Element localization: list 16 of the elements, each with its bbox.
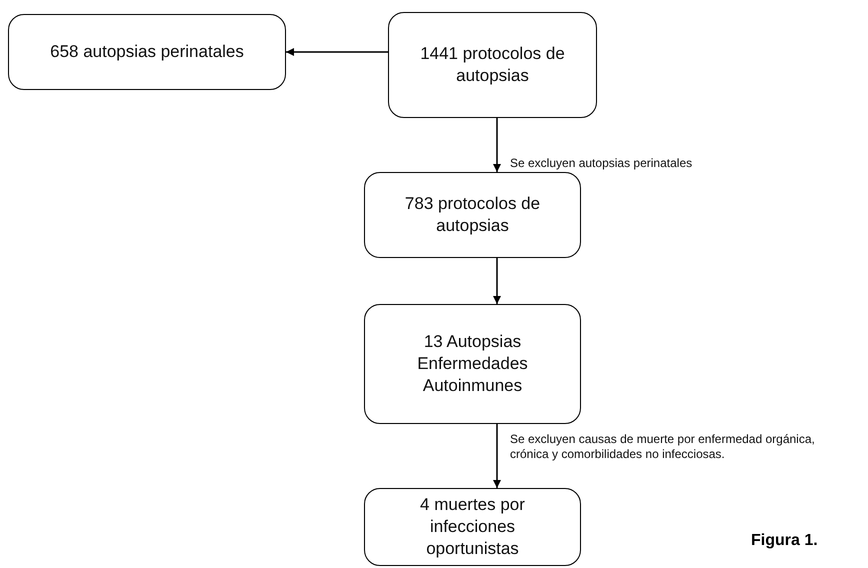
box-text: 783 protocolos de autopsias: [404, 193, 542, 237]
box-text: 13 Autopsias Enfermedades Autoinmunes: [416, 331, 529, 397]
arrow: [493, 258, 501, 304]
edge-label: Se excluyen autopsias perinatales: [510, 156, 692, 171]
figure-label: Figura 1.: [751, 532, 818, 550]
process-box: [8, 14, 286, 90]
box-text: 658 autopsias perinatales: [50, 41, 244, 63]
box-text: 1441 protocolos de autopsias: [419, 43, 566, 87]
arrow: [493, 118, 501, 172]
process-box: [364, 172, 581, 258]
process-box: [364, 304, 581, 424]
arrow: [493, 424, 501, 488]
box-text: 4 muertes por infecciones oportunistas: [419, 494, 526, 560]
process-box: [388, 12, 597, 118]
arrow: [286, 48, 388, 56]
process-box: [364, 488, 581, 566]
